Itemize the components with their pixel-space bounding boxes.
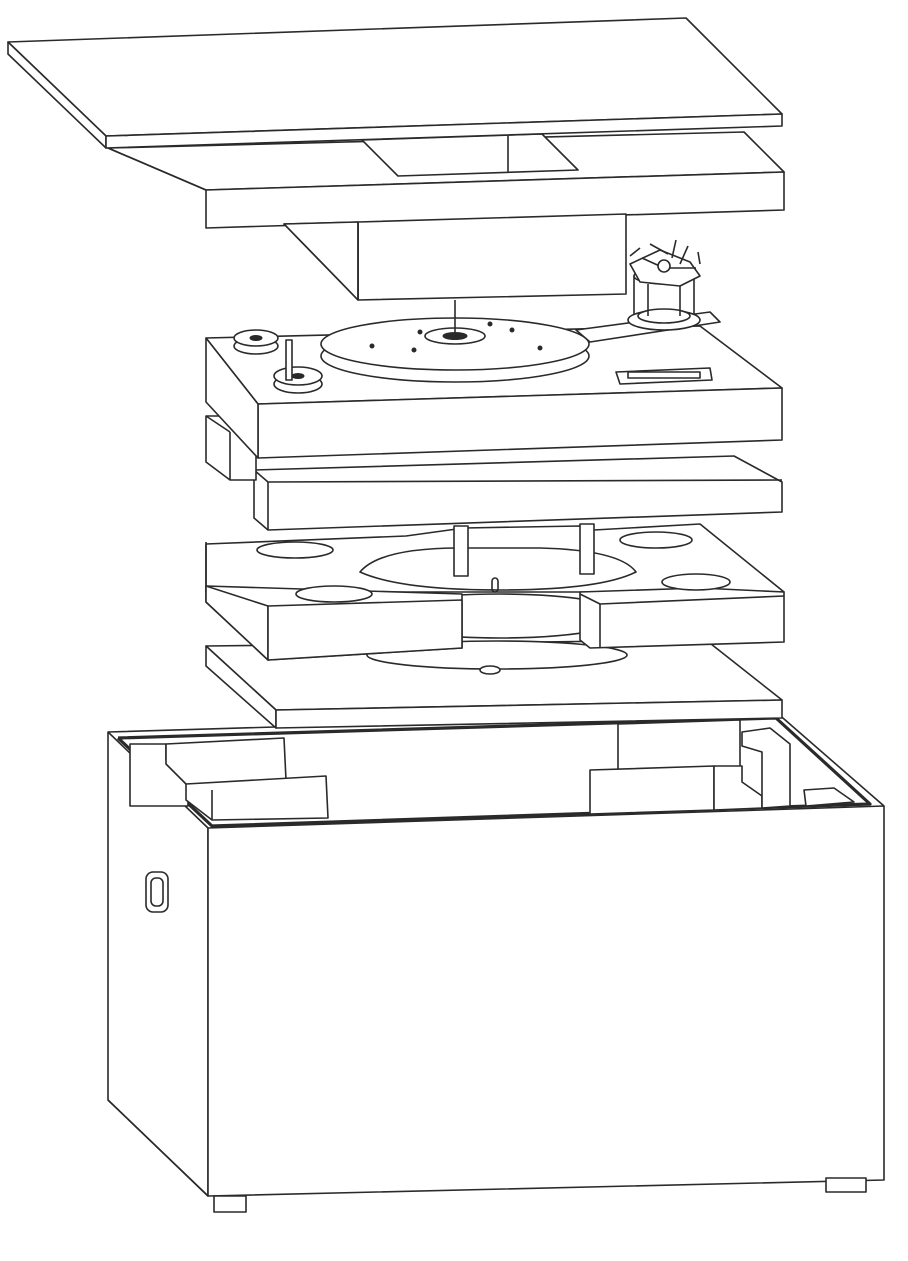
crate-foam-right-b bbox=[590, 766, 714, 814]
crate-foam-left-b bbox=[186, 776, 328, 820]
lid bbox=[8, 18, 782, 148]
crate-foot-right bbox=[826, 1178, 866, 1192]
crate-foot-left bbox=[214, 1196, 246, 1212]
shipping-crate bbox=[108, 712, 884, 1212]
